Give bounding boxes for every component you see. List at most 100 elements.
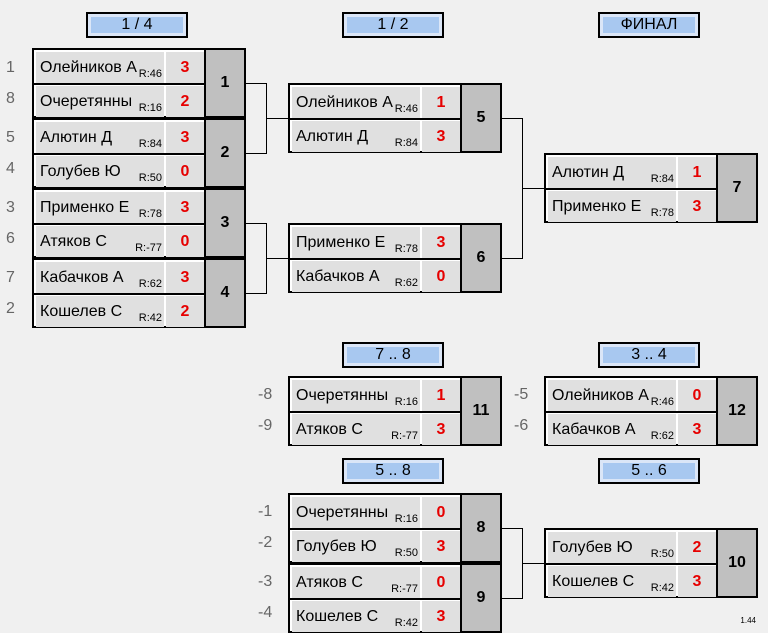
seed-label: 6 — [6, 230, 15, 247]
player-row[interactable]: Кабачков А R:62 3 — [34, 262, 204, 293]
row-divider — [290, 258, 460, 260]
match-2[interactable]: Алютин Д R:84 3 Голубев Ю R:50 0 2 — [32, 118, 246, 188]
player-score: 3 — [166, 52, 204, 83]
player-score: 1 — [422, 380, 460, 411]
player-name: Голубев Ю — [296, 538, 377, 555]
player-rating: R:-77 — [135, 242, 162, 254]
player-row[interactable]: Кабачков А R:62 0 — [290, 261, 460, 292]
match-5[interactable]: Олейников А R:46 1 Алютин Д R:84 3 5 — [288, 83, 502, 153]
match-number: 7 — [716, 153, 758, 223]
seed-label: 3 — [6, 199, 15, 216]
player-row[interactable]: Олейников А R:46 1 — [290, 87, 460, 118]
player-row[interactable]: Кошелев С R:42 3 — [290, 601, 460, 632]
player-row[interactable]: Атяков С R:-77 0 — [34, 226, 204, 257]
seed-label: -5 — [514, 386, 529, 403]
player-name: Кабачков А — [40, 269, 124, 286]
player-row[interactable]: Применко Е R:78 3 — [34, 192, 204, 223]
player-name-cell: Применко Е R:78 — [548, 191, 676, 222]
player-rating: R:84 — [138, 138, 162, 150]
player-name: Кабачков А — [552, 421, 636, 438]
player-row[interactable]: Голубев Ю R:50 2 — [546, 532, 716, 563]
match-number: 5 — [460, 83, 502, 153]
player-row[interactable]: Атяков С R:-77 3 — [290, 414, 460, 445]
player-row[interactable]: Кабачков А R:62 3 — [546, 414, 716, 445]
match-box: Олейников А R:46 0 Кабачков А R:62 3 — [544, 376, 718, 446]
player-row[interactable]: Очеретянны R:16 2 — [34, 86, 204, 117]
header-place-7-8: 7 .. 8 — [342, 342, 444, 368]
player-score: 3 — [422, 414, 460, 445]
player-name: Олейников А — [552, 387, 649, 404]
player-score: 2 — [166, 296, 204, 327]
match-4[interactable]: Кабачков А R:62 3 Кошелев С R:42 2 4 — [32, 258, 246, 328]
player-score: 3 — [166, 262, 204, 293]
row-divider — [34, 83, 204, 85]
match-6[interactable]: Применко Е R:78 3 Кабачков А R:62 0 6 — [288, 223, 502, 293]
player-name-cell: Атяков С R:-77 — [292, 567, 420, 598]
header-place-5-6: 5 .. 6 — [598, 458, 700, 484]
match-box: Олейников А R:46 1 Алютин Д R:84 3 — [288, 83, 462, 153]
player-score: 3 — [678, 414, 716, 445]
match-number: 12 — [716, 376, 758, 446]
player-row[interactable]: Кошелев С R:42 2 — [34, 296, 204, 327]
match-10[interactable]: Голубев Ю R:50 2 Кошелев С R:42 3 10 — [544, 528, 758, 598]
match-1[interactable]: Олейников А R:46 3 Очеретянны R:16 2 1 — [32, 48, 246, 118]
match-3[interactable]: Применко Е R:78 3 Атяков С R:-77 0 3 — [32, 188, 246, 258]
player-row[interactable]: Голубев Ю R:50 3 — [290, 531, 460, 562]
player-score: 3 — [678, 566, 716, 597]
player-name: Очеретянны — [296, 504, 389, 521]
player-row[interactable]: Кошелев С R:42 3 — [546, 566, 716, 597]
seed-label: -1 — [258, 503, 273, 520]
match-12[interactable]: Олейников А R:46 0 Кабачков А R:62 3 12 — [544, 376, 758, 446]
player-row[interactable]: Голубев Ю R:50 0 — [34, 156, 204, 187]
player-name-cell: Голубев Ю R:50 — [292, 531, 420, 562]
player-row[interactable]: Очеретянны R:16 0 — [290, 497, 460, 528]
seed-label: -8 — [258, 386, 273, 403]
player-name-cell: Атяков С R:-77 — [36, 226, 164, 257]
row-divider — [290, 598, 460, 600]
match-box: Очеретянны R:16 1 Атяков С R:-77 3 — [288, 376, 462, 446]
player-row[interactable]: Алютин Д R:84 1 — [546, 157, 716, 188]
player-row[interactable]: Олейников А R:46 3 — [34, 52, 204, 83]
player-row[interactable]: Олейников А R:46 0 — [546, 380, 716, 411]
player-row[interactable]: Применко Е R:78 3 — [290, 227, 460, 258]
player-name: Применко Е — [296, 234, 386, 251]
player-name: Алютин Д — [40, 129, 113, 146]
player-name: Кошелев С — [296, 608, 379, 625]
version-label: 1.44 — [740, 616, 756, 625]
player-name: Кабачков А — [296, 268, 380, 285]
player-name-cell: Голубев Ю R:50 — [548, 532, 676, 563]
player-row[interactable]: Очеретянны R:16 1 — [290, 380, 460, 411]
player-name: Алютин Д — [552, 164, 625, 181]
player-row[interactable]: Алютин Д R:84 3 — [290, 121, 460, 152]
player-row[interactable]: Алютин Д R:84 3 — [34, 122, 204, 153]
match-number: 4 — [204, 258, 246, 328]
match-box: Олейников А R:46 3 Очеретянны R:16 2 — [32, 48, 206, 118]
player-row[interactable]: Применко Е R:78 3 — [546, 191, 716, 222]
player-score: 2 — [166, 86, 204, 117]
player-rating: R:16 — [394, 396, 418, 408]
row-divider — [34, 153, 204, 155]
player-rating: R:78 — [394, 243, 418, 255]
player-name-cell: Кошелев С R:42 — [292, 601, 420, 632]
player-rating: R:62 — [394, 277, 418, 289]
bracket-line — [502, 528, 523, 529]
player-row[interactable]: Атяков С R:-77 0 — [290, 567, 460, 598]
player-name: Олейников А — [40, 59, 137, 76]
player-name: Голубев Ю — [40, 163, 121, 180]
player-name: Применко Е — [552, 198, 642, 215]
player-rating: R:-77 — [391, 430, 418, 442]
player-name: Олейников А — [296, 94, 393, 111]
match-9[interactable]: Атяков С R:-77 0 Кошелев С R:42 3 9 — [288, 563, 502, 633]
row-divider — [290, 118, 460, 120]
player-rating: R:62 — [138, 278, 162, 290]
bracket-line — [246, 223, 267, 224]
player-rating: R:46 — [650, 396, 674, 408]
match-11[interactable]: Очеретянны R:16 1 Атяков С R:-77 3 11 — [288, 376, 502, 446]
seed-label: -3 — [258, 573, 273, 590]
match-8[interactable]: Очеретянны R:16 0 Голубев Ю R:50 3 8 — [288, 493, 502, 563]
player-name-cell: Олейников А R:46 — [36, 52, 164, 83]
match-7[interactable]: Алютин Д R:84 1 Применко Е R:78 3 7 — [544, 153, 758, 223]
player-name-cell: Кабачков А R:62 — [36, 262, 164, 293]
match-number: 8 — [460, 493, 502, 563]
bracket-line — [502, 598, 523, 599]
